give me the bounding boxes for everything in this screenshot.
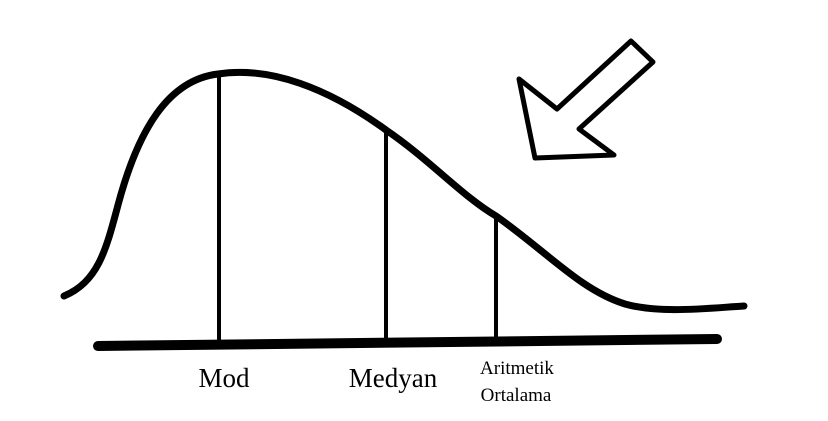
mean-label-line2: Ortalama xyxy=(481,385,552,406)
mean-label-line1: Aritmetik xyxy=(480,358,554,379)
arrow-down-left-icon xyxy=(516,38,656,161)
mode-label: Mod xyxy=(198,363,250,393)
median-label: Medyan xyxy=(349,363,438,393)
baseline-axis xyxy=(93,334,722,351)
distribution-curve xyxy=(60,68,748,314)
